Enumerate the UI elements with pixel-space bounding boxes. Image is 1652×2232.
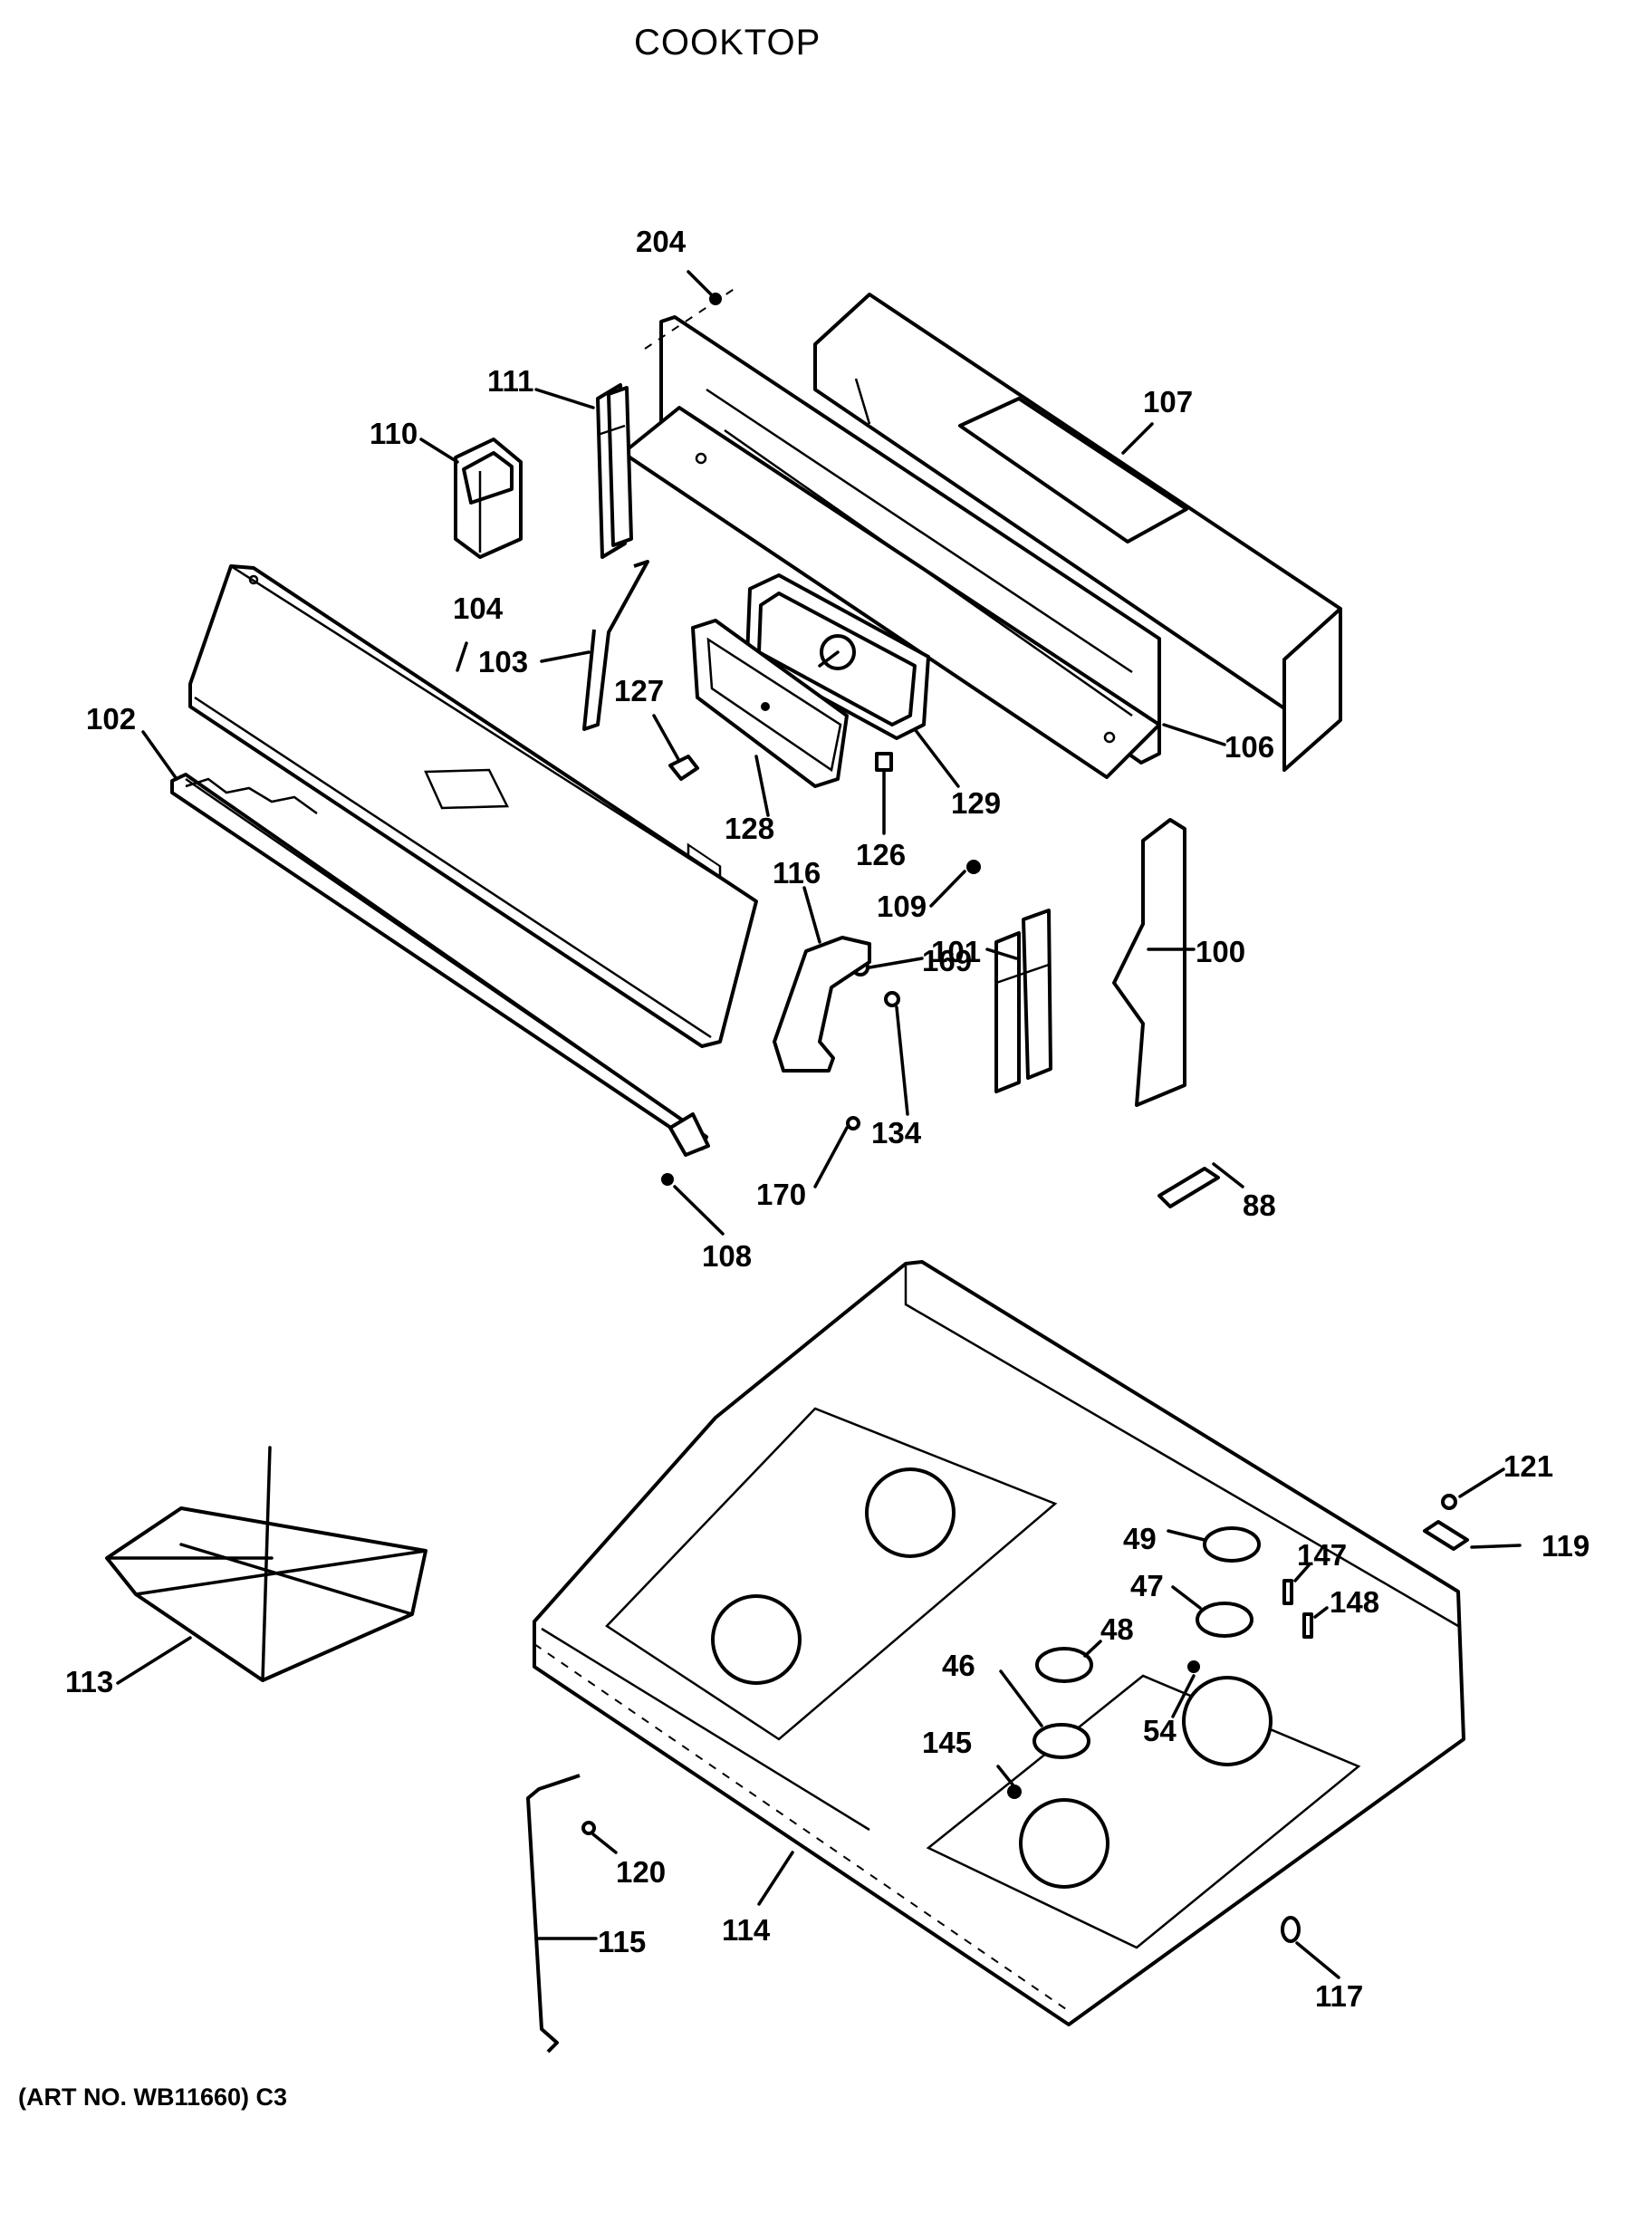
part-107-rear-cover: [813, 293, 1342, 772]
callout-103: 103: [478, 645, 528, 678]
part-106-backsplash: [621, 315, 1161, 919]
part-102-trim: [170, 773, 710, 1157]
callout-108: 108: [702, 1239, 752, 1273]
part-129-clock-assembly: [745, 573, 930, 740]
callout-101: 101: [931, 935, 981, 968]
part-128-lens: [691, 619, 849, 788]
callout-113: 113: [65, 1665, 113, 1698]
part-113-grate: [105, 1446, 427, 1682]
part-108-screw: [661, 1173, 674, 1186]
callout-116: 116: [773, 856, 821, 890]
callout-labels: 204 107 111 110 104 103 127 128 129 126 …: [65, 225, 1590, 2013]
callout-106: 106: [1225, 730, 1274, 764]
callout-102: 102: [86, 702, 136, 736]
part-54-orifice: [1187, 1660, 1200, 1673]
callout-104: 104: [453, 592, 504, 625]
callout-110: 110: [370, 417, 418, 450]
part-115-rod: [526, 1774, 581, 2054]
callout-117: 117: [1315, 1979, 1363, 2013]
callout-170: 170: [756, 1178, 806, 1211]
callout-115: 115: [598, 1925, 646, 1958]
page-title: COOKTOP: [634, 23, 821, 63]
callout-47: 47: [1130, 1569, 1164, 1602]
part-111-bracket: [596, 383, 633, 559]
part-114-cooktop: [533, 1260, 1465, 2026]
part-116-side-trim: [773, 936, 871, 1073]
callout-148: 148: [1330, 1585, 1379, 1619]
part-104-control-panel: [188, 564, 758, 1048]
callout-121: 121: [1503, 1449, 1553, 1483]
callout-46: 46: [942, 1649, 975, 1682]
callout-48: 48: [1100, 1612, 1134, 1646]
part-48-burner-cap: [1035, 1647, 1093, 1683]
part-119-bracket: [1423, 1520, 1469, 1551]
callout-204: 204: [636, 225, 687, 258]
part-100-side-panel: [1112, 818, 1186, 1107]
callout-128: 128: [725, 812, 774, 845]
part-170-screw: [846, 1116, 860, 1130]
part-47-burner-head: [1196, 1602, 1253, 1638]
callout-111: 111: [487, 364, 533, 398]
callout-54: 54: [1143, 1714, 1177, 1747]
part-127-knob: [668, 755, 699, 781]
callout-145: 145: [922, 1726, 972, 1759]
callout-88: 88: [1243, 1188, 1276, 1222]
callout-129: 129: [951, 786, 1001, 820]
callout-114: 114: [722, 1913, 771, 1947]
callout-147: 147: [1297, 1538, 1347, 1572]
callout-127: 127: [614, 674, 664, 707]
part-126-clip: [875, 752, 893, 772]
callout-49: 49: [1123, 1522, 1157, 1555]
part-148-spring: [1302, 1612, 1313, 1639]
part-120-screw: [581, 1821, 596, 1835]
art-number: (ART NO. WB11660) C3: [18, 2083, 288, 2111]
part-103-strap: [582, 560, 649, 731]
callout-120: 120: [616, 1855, 666, 1889]
callout-100: 100: [1196, 935, 1245, 968]
part-134-screw: [884, 991, 900, 1007]
callout-169: 169: [922, 944, 972, 977]
part-117-foot: [1281, 1916, 1301, 1943]
part-46-burner-head: [1032, 1723, 1090, 1759]
part-101-bracket: [994, 909, 1052, 1093]
part-109-screw: [966, 860, 981, 874]
callout-126: 126: [856, 838, 906, 871]
part-110-module: [454, 438, 523, 559]
callout-134: 134: [871, 1116, 922, 1150]
callout-109: 109: [877, 890, 927, 923]
part-145-orifice: [1007, 1785, 1022, 1799]
part-147-spring: [1282, 1579, 1293, 1605]
part-49-burner-cap: [1203, 1526, 1261, 1563]
part-121-screw: [1441, 1494, 1457, 1510]
part-88-clip: [1157, 1167, 1220, 1208]
part-204-screw: [709, 293, 722, 305]
callout-119: 119: [1542, 1529, 1590, 1563]
leader-lines: [116, 270, 1522, 1979]
callout-107: 107: [1143, 385, 1193, 418]
